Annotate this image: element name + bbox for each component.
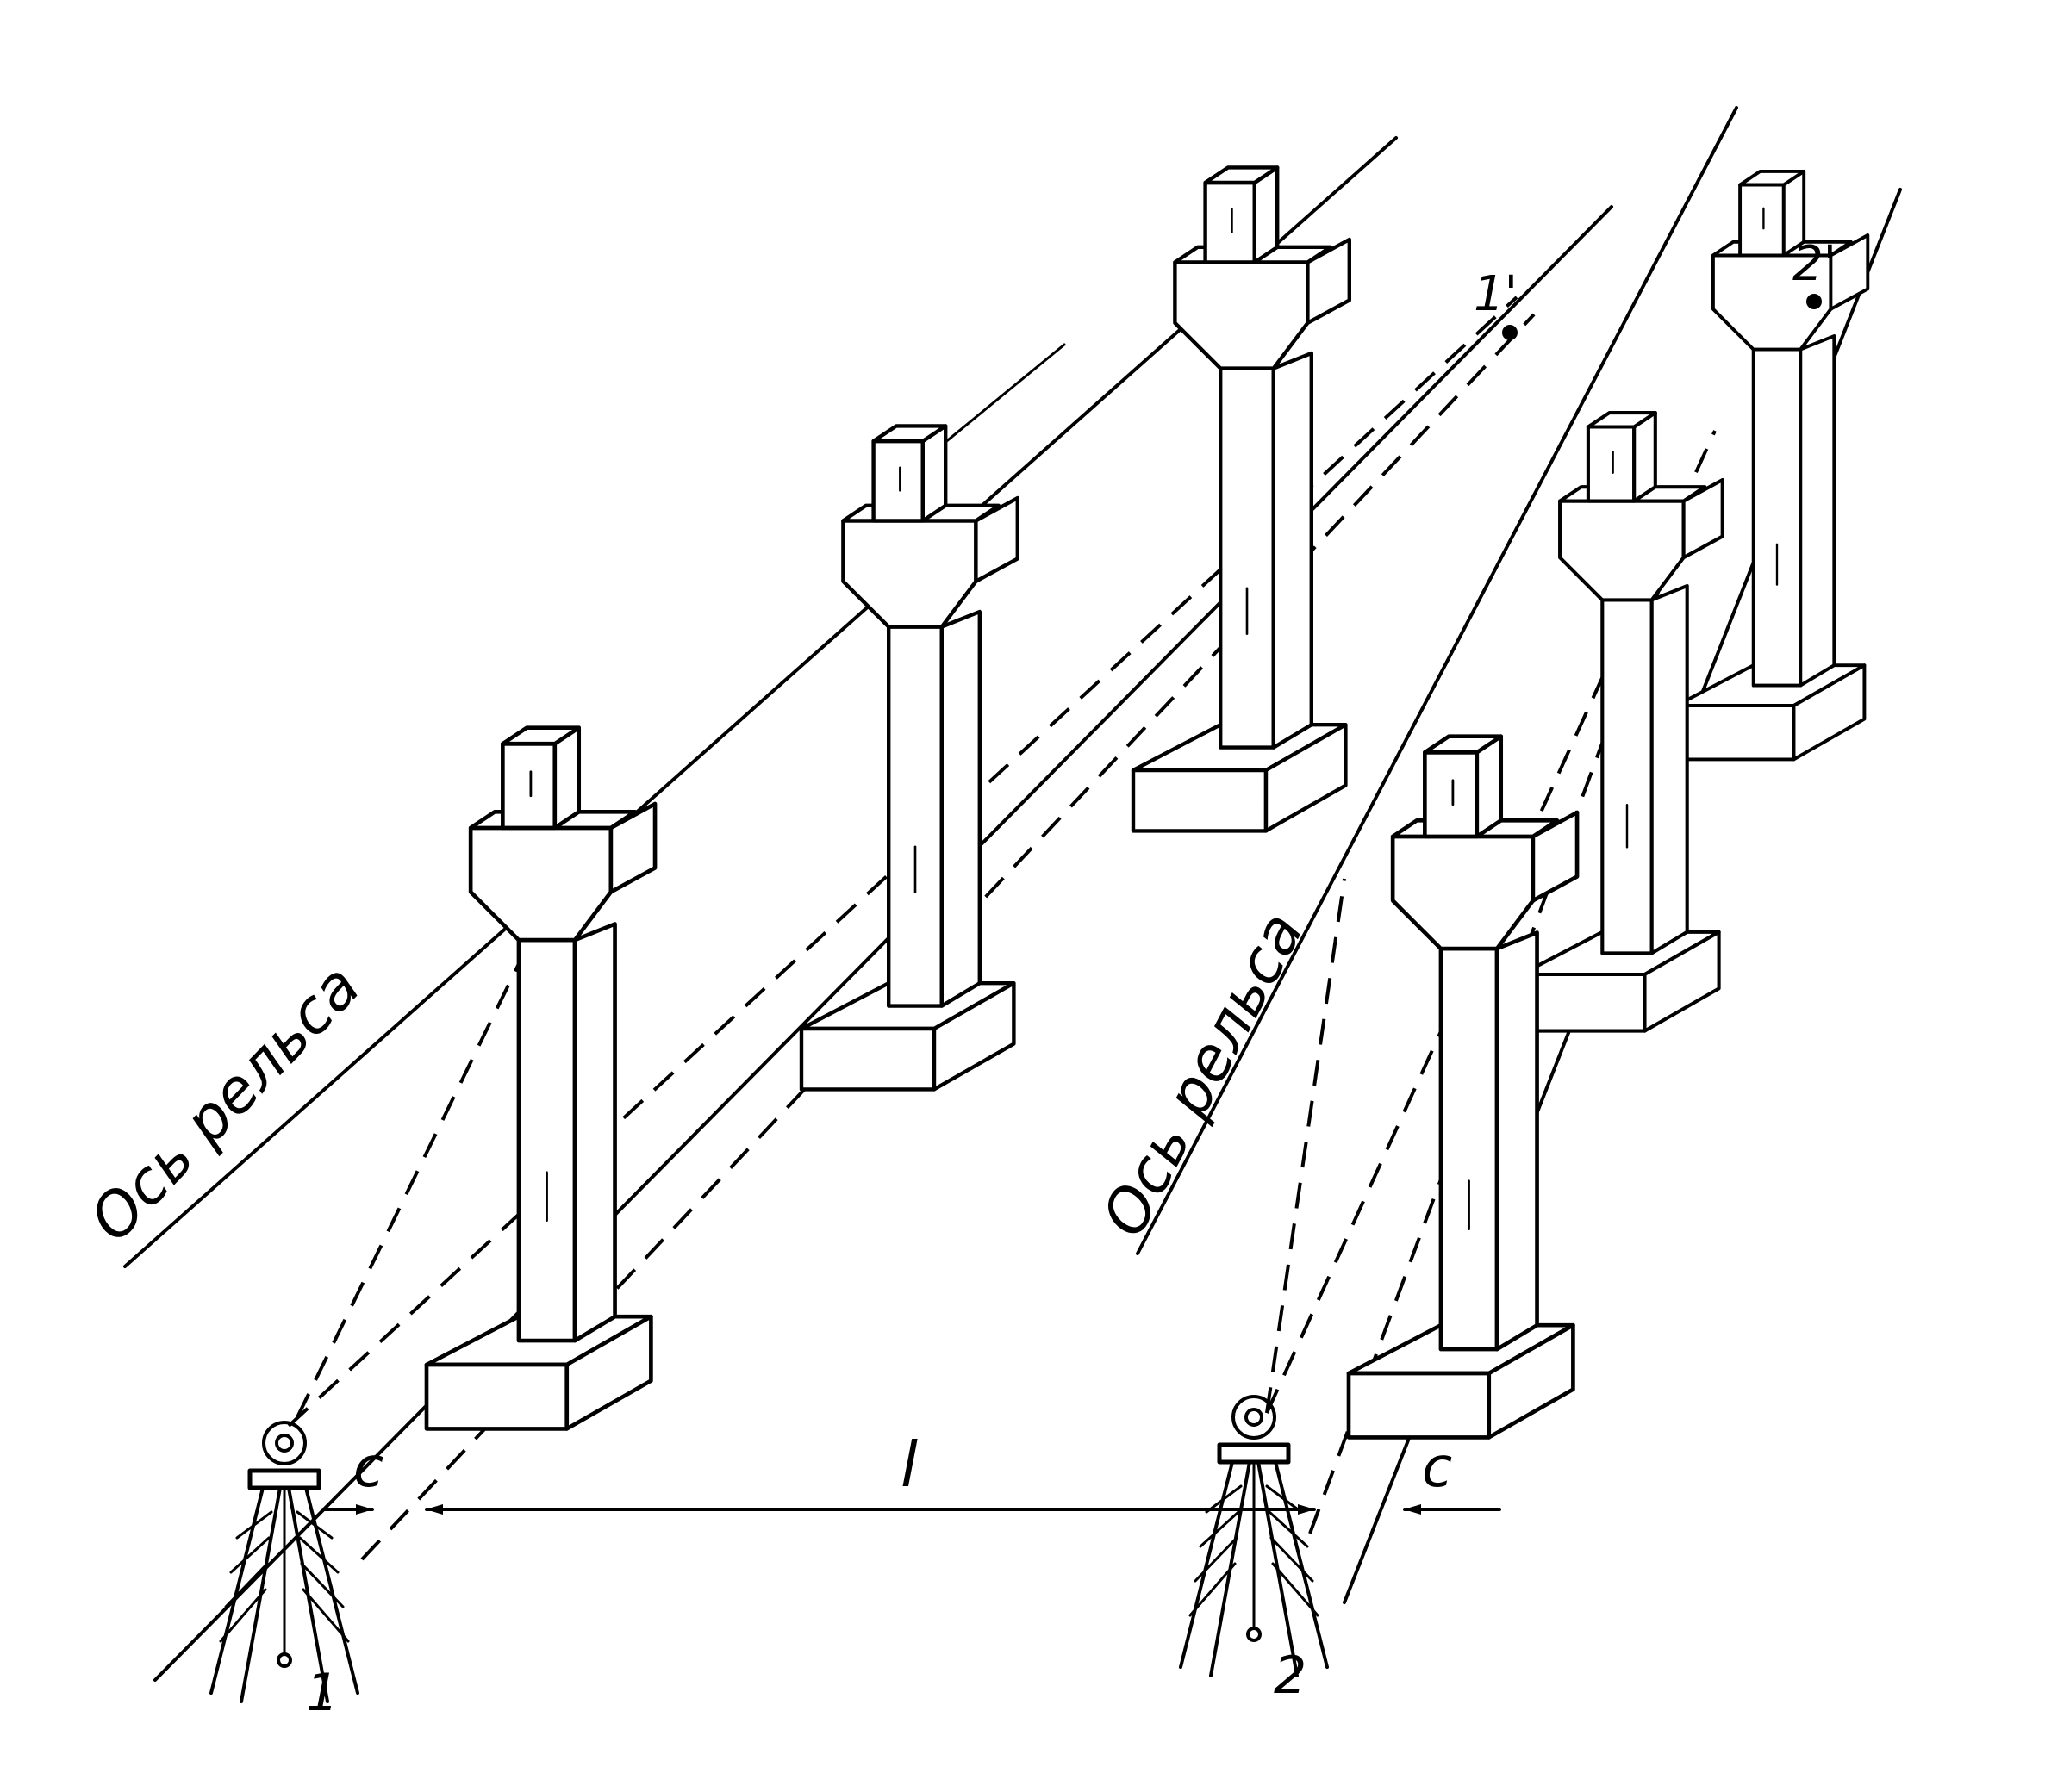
station-label-1: 1 [306, 1663, 339, 1723]
offset-label-left: c [353, 1436, 383, 1500]
pillar-left-far [1133, 167, 1350, 831]
target-label-2prime: 2' [1792, 236, 1836, 292]
dashed-sight-line-left-2 [360, 313, 1536, 1561]
target-label-1prime: 1' [1474, 266, 1518, 322]
offset-label-right: c [1422, 1436, 1452, 1500]
station-label-2: 2 [1274, 1646, 1306, 1706]
theodolite-station-2 [1181, 1397, 1327, 1676]
rail-axis-label-right: Ось рельса [1088, 901, 1318, 1248]
pillar-left-mid [801, 426, 1018, 1089]
target-point-1prime [1502, 325, 1518, 340]
offset-line-left [153, 205, 1613, 1682]
theodolite-station-1 [211, 1422, 358, 1702]
rail-axis-label-left: Ось рельса [76, 951, 373, 1255]
dashed-sight-line-right-2 [1265, 878, 1346, 1414]
pillar-right-far [1674, 169, 1870, 762]
pillar-left-near [427, 728, 655, 1429]
target-point-2prime [1806, 294, 1822, 309]
rail-axis-line-right [1136, 106, 1738, 1255]
span-label: l [901, 1428, 918, 1501]
